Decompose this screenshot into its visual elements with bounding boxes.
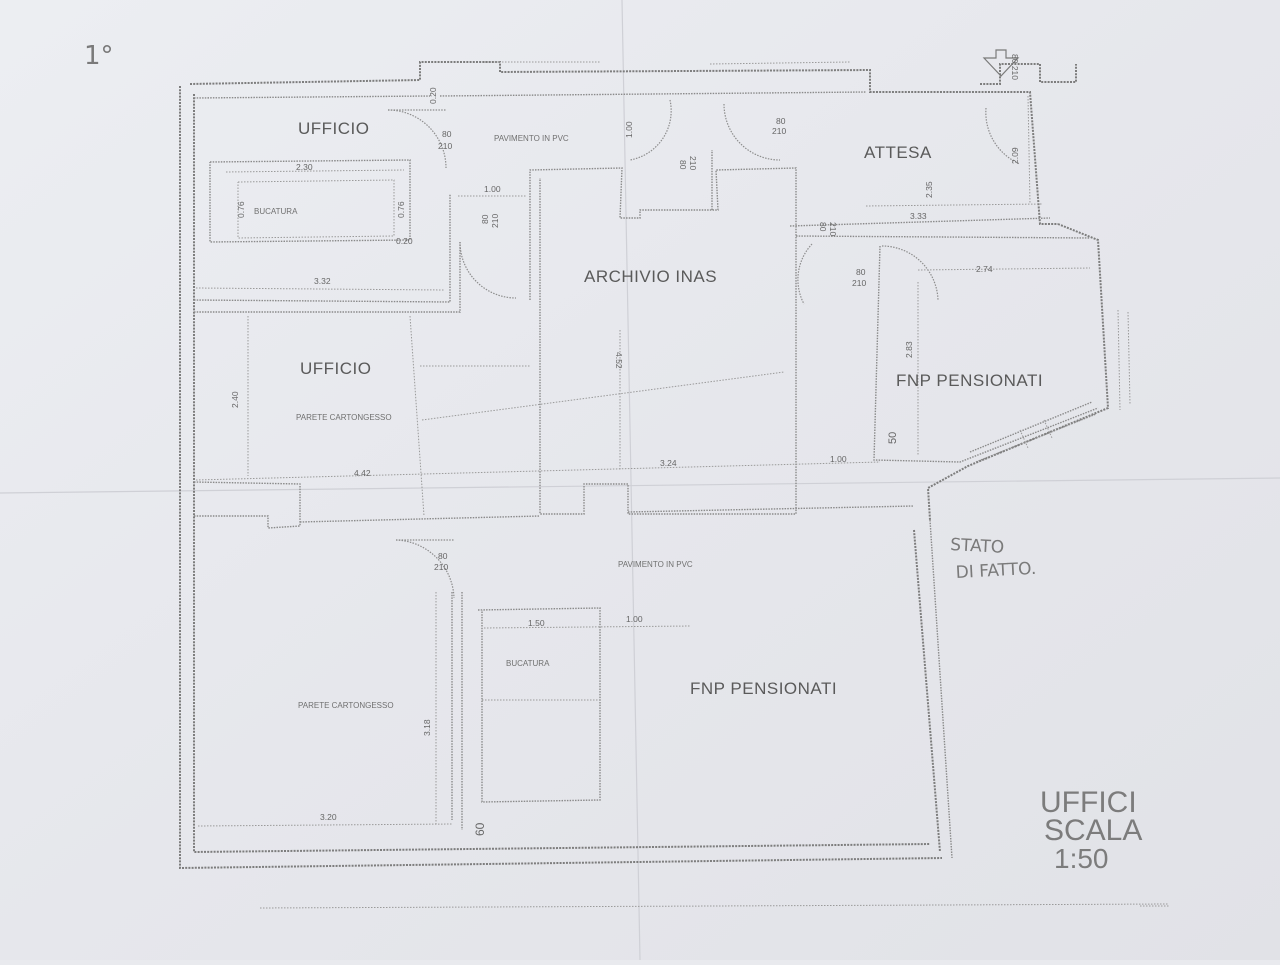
- dim-1-00-b: 1.00: [830, 454, 847, 464]
- dim-1-00-vertical: 1.00: [624, 121, 634, 138]
- dim-0-20-b: 0.20: [396, 236, 413, 246]
- dim-2-35: 2.35: [924, 181, 934, 198]
- door-swings: [387, 99, 1021, 599]
- dimension-lines: [195, 95, 1170, 909]
- floor-material-label-lower: PAVIMENTO IN PVC: [618, 560, 693, 569]
- dim-3-20: 3.20: [320, 812, 337, 822]
- room-label-fnp-lower: FNP PENSIONATI: [690, 679, 837, 698]
- title-line-3: 1:50: [1054, 843, 1109, 874]
- dim-1-00-c: 1.00: [626, 614, 643, 624]
- door-4-height: 210: [434, 562, 448, 572]
- door-2-width: 80: [776, 116, 786, 126]
- door-3-height: 210: [852, 278, 866, 288]
- door-2-height: 210: [772, 126, 786, 136]
- paper-fold-horizontal: [0, 477, 1280, 494]
- outer-walls: [179, 61, 1110, 870]
- paper-fold-vertical: [621, 0, 641, 961]
- parete-label-1: PARETE CARTONGESSO: [296, 413, 392, 422]
- sheet-number-note: 1°: [84, 41, 114, 71]
- dim-3-24: 3.24: [660, 458, 677, 468]
- windows: [484, 61, 1131, 463]
- door-1-height: 210: [438, 141, 452, 151]
- door-5-width: 80: [678, 160, 688, 170]
- dim-3-18: 3.18: [422, 719, 432, 736]
- dim-4-52: 4.52: [614, 352, 624, 369]
- dim-2-40: 2.40: [230, 391, 240, 408]
- door-3-width: 80: [856, 267, 866, 277]
- door-6-width: 80: [480, 214, 490, 224]
- dim-1-50: 1.50: [528, 618, 545, 628]
- dim-0-76-a: 0.76: [236, 201, 246, 218]
- entry-arrow-icon: [982, 49, 1020, 77]
- door-5-height: 210: [688, 156, 698, 170]
- room-label-ufficio-upper: UFFICIO: [298, 119, 370, 138]
- floor-material-label-upper: PAVIMENTO IN PVC: [494, 134, 569, 143]
- dim-50: 50: [887, 432, 899, 444]
- door-6-height: 210: [490, 214, 500, 228]
- room-label-archivio: ARCHIVIO INAS: [584, 267, 717, 286]
- interior-walls: [193, 91, 1099, 830]
- dim-60: 60: [473, 822, 487, 836]
- dim-2-09: 2.09: [1010, 147, 1020, 164]
- door-4-width: 80: [438, 551, 448, 561]
- room-label-attesa: ATTESA: [864, 143, 932, 162]
- room-label-ufficio-middle: UFFICIO: [300, 359, 372, 378]
- dim-3-32: 3.32: [314, 276, 331, 286]
- dim-4-42: 4.42: [354, 468, 371, 478]
- dim-0-76-b: 0.76: [396, 201, 406, 218]
- title-line-2: SCALA: [1044, 814, 1142, 847]
- dim-2-83: 2.83: [904, 341, 914, 358]
- bucatura-label-lower: BUCATURA: [506, 659, 550, 668]
- dim-2-74: 2.74: [976, 264, 993, 274]
- dim-3-33: 3.33: [910, 211, 927, 221]
- door-1-width: 80: [442, 129, 452, 139]
- bucatura-label-upper: BUCATURA: [254, 207, 298, 216]
- stato-line-1: STATO: [950, 535, 1005, 558]
- room-label-fnp-upper: FNP PENSIONATI: [896, 371, 1043, 390]
- stato-line-2: DI FATTO.: [955, 559, 1037, 583]
- dim-0-20-a: 0.20: [428, 87, 438, 104]
- door-7-height: 210: [828, 222, 838, 236]
- entry-door-dims: 80 210: [1010, 54, 1020, 80]
- dim-1-00-a: 1.00: [484, 184, 501, 194]
- parete-label-2: PARETE CARTONGESSO: [298, 701, 394, 710]
- door-7-width: 80: [818, 222, 828, 232]
- dim-2-30: 2.30: [296, 162, 313, 172]
- title-line-1: UFFICI: [1040, 786, 1137, 819]
